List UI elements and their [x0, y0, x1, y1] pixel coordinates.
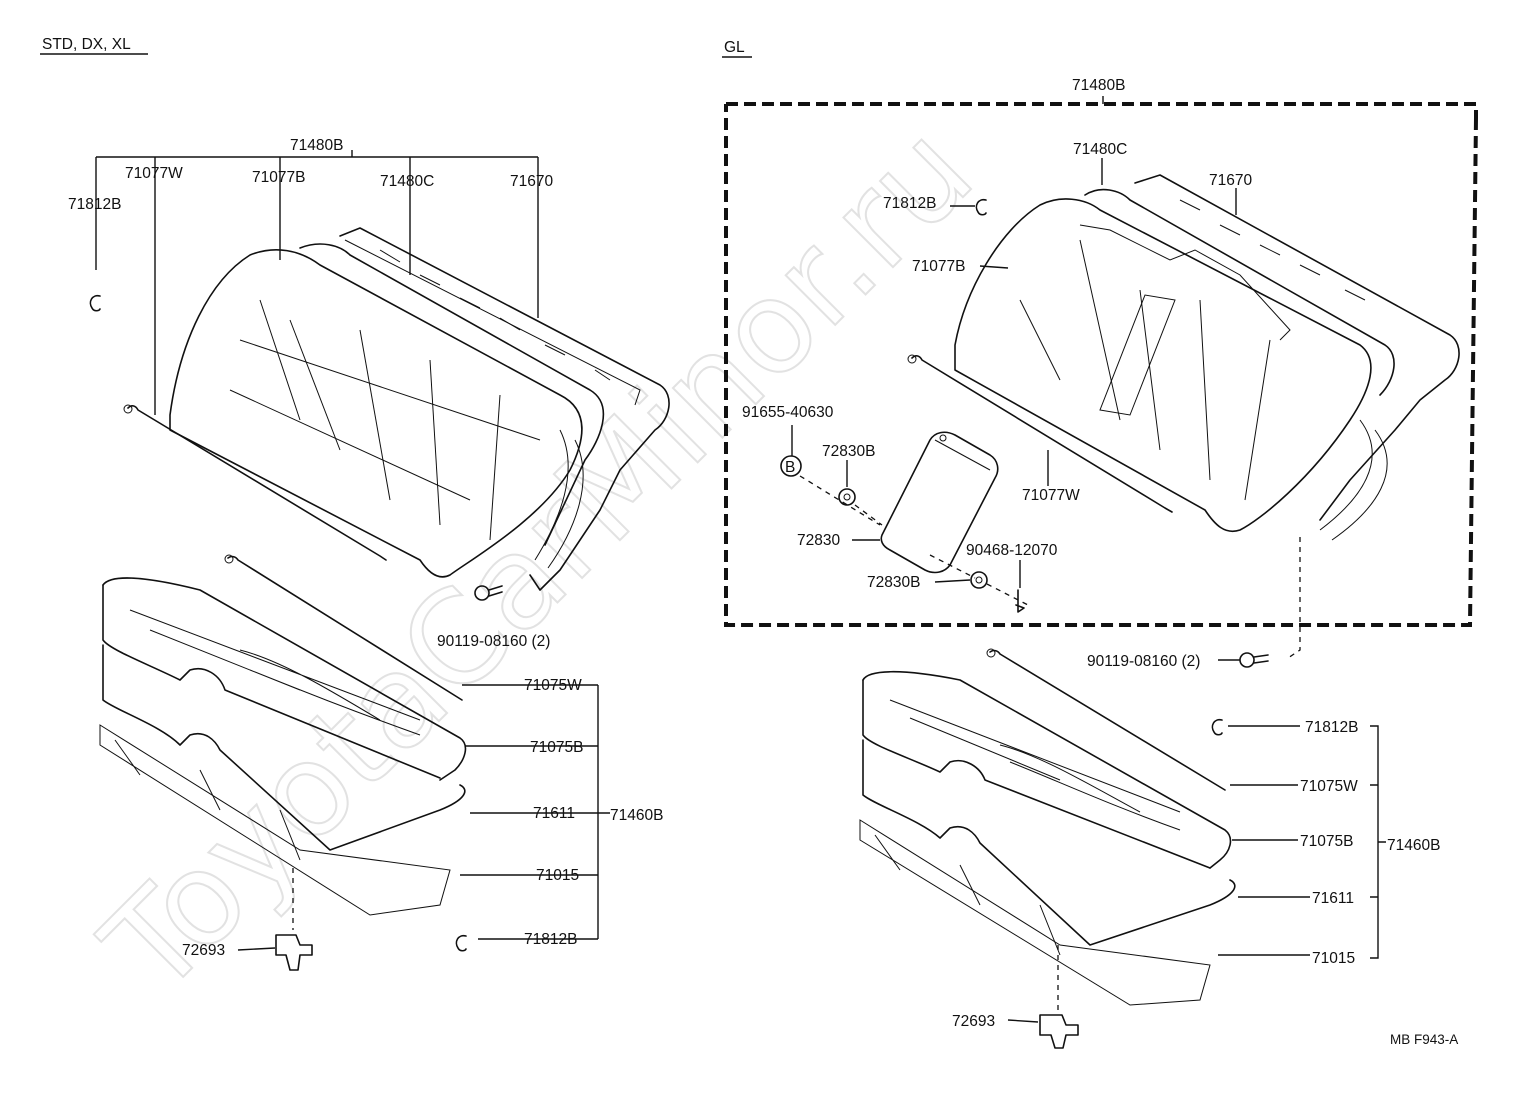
right-hog-ring-cush-icon: [1211, 718, 1223, 736]
left-bolt-icon: [474, 585, 503, 601]
left-label-72693: 72693: [182, 942, 225, 959]
right-label-71075w: 71075W: [1300, 778, 1358, 795]
left-cushion-leaders: [460, 684, 610, 940]
left-label-71015: 71015: [536, 867, 579, 884]
right-header: GL: [724, 39, 745, 56]
right-assembly-box: [724, 102, 1478, 627]
left-back-wire: [127, 405, 387, 561]
left-diagram: STD, DX, XL: [40, 36, 670, 971]
left-label-71812b-bottom: 71812B: [524, 931, 577, 948]
left-label-71670: 71670: [510, 173, 553, 190]
right-armrest-drawing: [880, 431, 999, 574]
right-cushion-bracket: [1370, 725, 1386, 959]
right-pin-icon: [1015, 589, 1025, 613]
right-label-71812b: 71812B: [883, 195, 936, 212]
left-label-71812b: 71812B: [68, 196, 121, 213]
right-label-72693: 72693: [952, 1013, 995, 1030]
right-bracket-top-icon: [838, 488, 856, 506]
left-hog-ring-top-icon: [89, 294, 101, 312]
left-label-71075b: 71075B: [530, 739, 583, 756]
right-label-71075b: 71075B: [1300, 833, 1353, 850]
right-label-71077b: 71077B: [912, 258, 965, 275]
right-hog-ring-top-icon: [975, 198, 987, 216]
right-label-71077w: 71077W: [1022, 487, 1080, 504]
right-hook-icon: [1039, 1014, 1079, 1049]
left-label-71480b: 71480B: [290, 137, 343, 154]
right-cushion-wire: [989, 649, 1226, 791]
right-bolt-icon: [1239, 652, 1269, 668]
right-seatback-drawing: [954, 174, 1460, 541]
right-label-pin: 90468-12070: [966, 542, 1058, 559]
right-back-wire: [911, 355, 1173, 513]
right-label-71480b: 71480B: [1072, 77, 1125, 94]
left-label-71075w: 71075W: [524, 677, 582, 694]
left-cushion-wire: [227, 555, 463, 701]
right-label-72830b-bottom: 72830B: [867, 574, 920, 591]
right-bracket-bottom-icon: [970, 571, 988, 589]
left-cushion-drawing: [99, 577, 467, 916]
drawing-code: MB F943-A: [1390, 1032, 1458, 1047]
left-hog-ring-bottom-icon: [455, 934, 467, 952]
right-label-71480c: 71480C: [1073, 141, 1127, 158]
right-cushion-drawing: [859, 670, 1236, 1006]
left-label-71480c: 71480C: [380, 173, 434, 190]
left-label-71077b: 71077B: [252, 169, 305, 186]
right-diagram: GL: [722, 39, 1478, 1049]
right-label-71812b-cush: 71812B: [1305, 719, 1358, 736]
left-seatback-drawing: [169, 227, 670, 591]
right-label-72830b-top: 72830B: [822, 443, 875, 460]
right-label-72830: 72830: [797, 532, 840, 549]
right-screw-b-icon: [780, 455, 802, 477]
right-label-bolt: 90119-08160 (2): [1087, 653, 1200, 670]
left-label-71077w: 71077W: [125, 165, 183, 182]
left-hook-icon: [275, 934, 313, 971]
right-label-71611: 71611: [1312, 890, 1354, 907]
right-label-screw: 91655-40630: [742, 404, 834, 421]
right-label-71460b: 71460B: [1387, 837, 1440, 854]
right-label-71670: 71670: [1209, 172, 1252, 189]
left-label-71460b: 71460B: [610, 807, 663, 824]
left-bracket-top: [95, 150, 539, 415]
left-label-bolt: 90119-08160 (2): [437, 633, 550, 650]
left-header: STD, DX, XL: [42, 36, 131, 53]
right-screw-b-mark: B: [785, 459, 795, 476]
right-label-71015: 71015: [1312, 950, 1355, 967]
left-label-71611: 71611: [533, 805, 575, 822]
